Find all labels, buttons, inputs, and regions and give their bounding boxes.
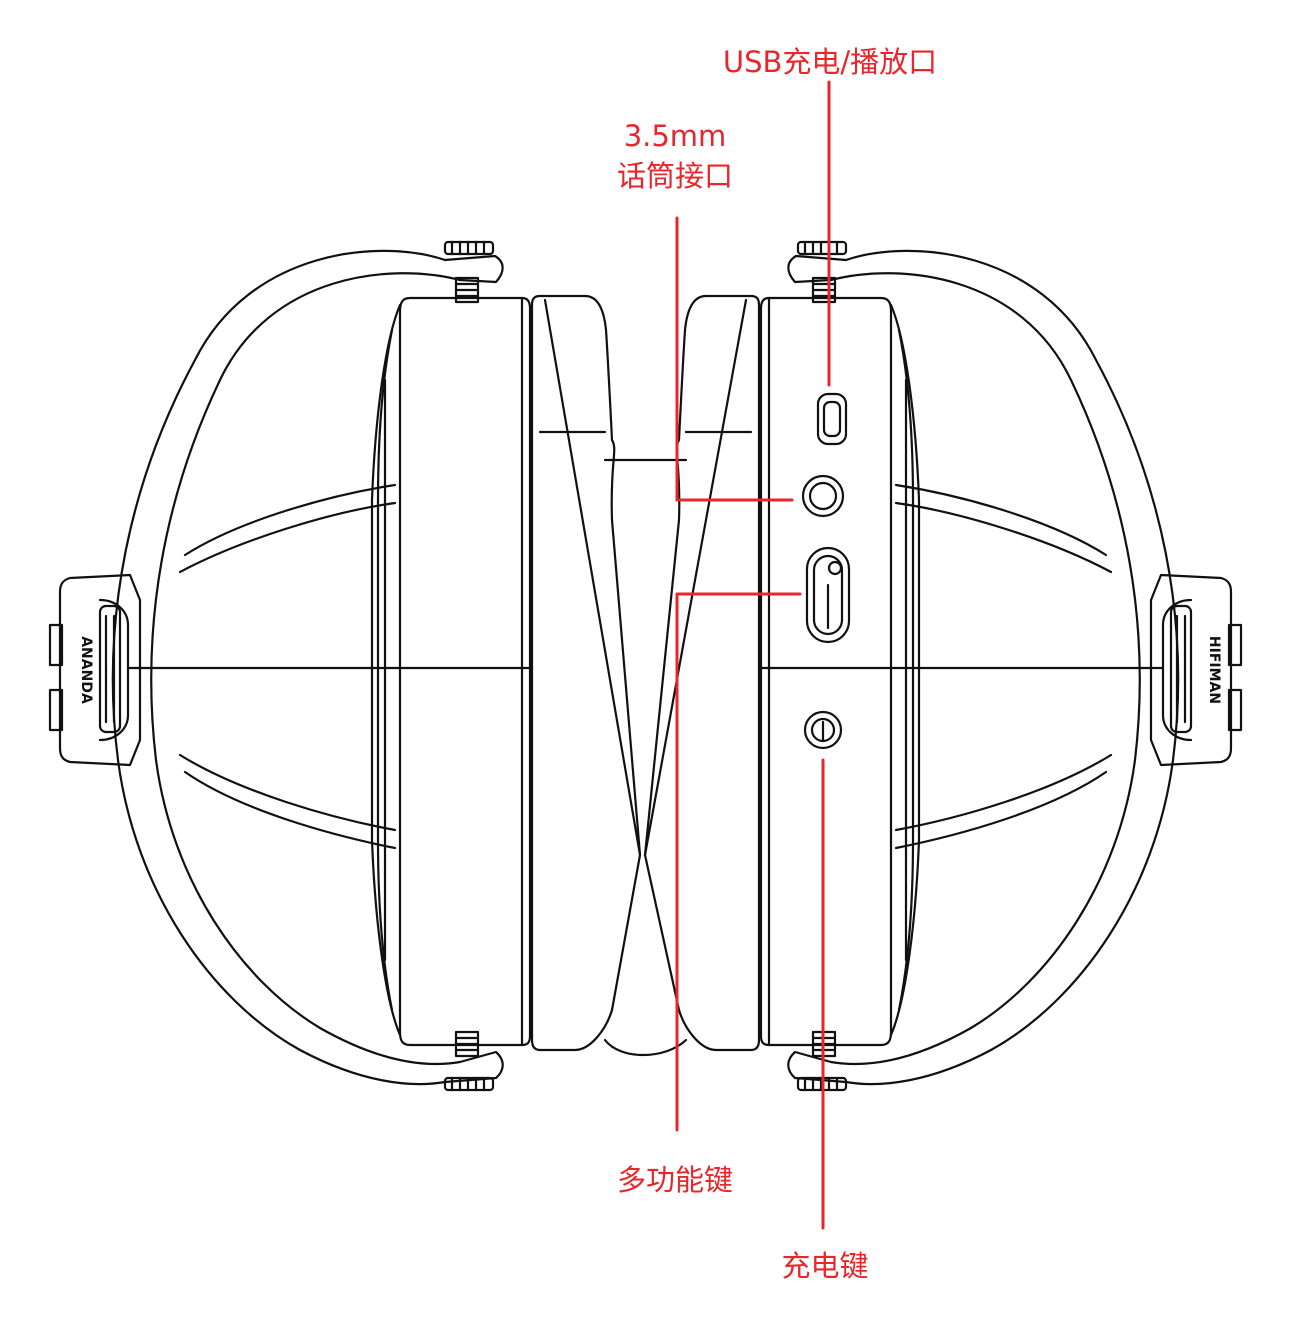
brand-right: HIFIMAN: [1206, 636, 1222, 704]
right-slider-block: [1149, 573, 1243, 767]
brand-left: ANANDA: [78, 636, 94, 704]
multifunction-button: [805, 546, 851, 644]
pad-bridge: [603, 458, 688, 1057]
multifunction-button-label: 多功能键: [616, 1163, 733, 1197]
headband-strap: [126, 483, 1165, 850]
cup-controls: [801, 392, 851, 750]
charge-button-label: 充电键: [781, 1249, 869, 1283]
left-cup-rim: [370, 303, 402, 1037]
mic-jack: [801, 474, 845, 518]
mic-leader-line: [675, 216, 794, 502]
left-earpad: [530, 294, 642, 1052]
usb-port: [816, 392, 848, 446]
mic-jack-label-line1: 3.5mm: [623, 119, 727, 153]
callout-lines: [675, 80, 831, 1230]
right-cup-rim: [889, 303, 921, 1037]
right-earcup: [759, 296, 893, 1047]
usb-port-label: USB充电/播放口: [722, 45, 938, 79]
left-slider-block: [48, 573, 142, 767]
left-earcup: [398, 296, 532, 1047]
adjuster-knobs: [443, 240, 848, 1092]
charge-button: [803, 710, 843, 750]
mic-jack-label-line2: 话筒接口: [616, 159, 733, 193]
right-earpad: [643, 294, 761, 1052]
multifunction-leader-line: [675, 592, 802, 1132]
